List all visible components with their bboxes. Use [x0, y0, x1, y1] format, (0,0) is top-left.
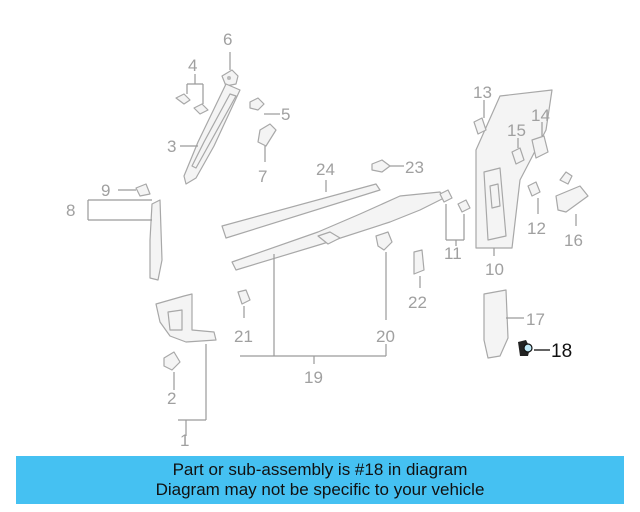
callout-11[interactable]: 11 [444, 244, 462, 263]
part-18-screw[interactable] [518, 340, 533, 356]
callout-19[interactable]: 19 [304, 368, 323, 387]
callout-15[interactable]: 15 [507, 121, 526, 140]
callout-5[interactable]: 5 [281, 105, 290, 124]
info-banner: Part or sub-assembly is #18 in diagram D… [16, 456, 624, 504]
callout-6[interactable]: 6 [223, 30, 232, 49]
callout-18[interactable]: 18 [551, 341, 572, 362]
callout-17[interactable]: 17 [526, 310, 545, 329]
part-16-handle[interactable] [555, 171, 589, 213]
callout-4[interactable]: 4 [188, 56, 197, 75]
part-10-pillar-trim[interactable] [475, 89, 553, 249]
callout-9[interactable]: 9 [101, 181, 110, 200]
callout-22[interactable]: 22 [408, 293, 427, 312]
part-15-screw[interactable] [511, 147, 525, 165]
callout-14[interactable]: 14 [531, 106, 550, 125]
callout-20[interactable]: 20 [376, 327, 395, 346]
banner-line-2: Diagram may not be specific to your vehi… [155, 480, 485, 499]
part-1-kick-panel[interactable] [155, 293, 217, 343]
part-13-clip[interactable] [473, 117, 487, 135]
part-2-clip[interactable] [163, 351, 181, 371]
part-23-clip[interactable] [371, 159, 391, 173]
callout-21[interactable]: 21 [234, 327, 253, 346]
callout-24[interactable]: 24 [316, 160, 335, 179]
part-22-clip[interactable] [413, 249, 425, 275]
part-14-clip[interactable] [531, 135, 549, 159]
part-11-screws[interactable] [439, 189, 471, 213]
part-12-screw[interactable] [527, 181, 541, 197]
callout-7[interactable]: 7 [258, 167, 267, 186]
part-4-clips[interactable] [175, 93, 209, 115]
part-7-clip[interactable] [257, 123, 277, 147]
callout-1[interactable]: 1 [180, 431, 189, 450]
part-8-trim[interactable] [149, 199, 163, 281]
callout-13[interactable]: 13 [473, 83, 492, 102]
banner-line-1: Part or sub-assembly is #18 in diagram [172, 460, 468, 479]
parts-diagram: 6 4 5 3 7 9 8 24 23 [66, 30, 589, 450]
callout-8[interactable]: 8 [66, 201, 75, 220]
callout-12[interactable]: 12 [527, 219, 546, 238]
callout-3[interactable]: 3 [167, 137, 176, 156]
callout-16[interactable]: 16 [564, 231, 583, 250]
part-17-lower-trim[interactable] [483, 289, 509, 359]
part-21-clip[interactable] [237, 289, 251, 305]
part-6-clip[interactable] [221, 69, 239, 87]
callout-10[interactable]: 10 [485, 260, 504, 279]
part-20-clip[interactable] [375, 231, 393, 251]
callout-23[interactable]: 23 [405, 158, 424, 177]
part-3-pillar-trim[interactable] [183, 83, 241, 185]
part-24-scuff-plate[interactable] [221, 183, 381, 239]
part-9-clip[interactable] [135, 183, 151, 197]
part-5-screw[interactable] [249, 97, 265, 111]
callout-2[interactable]: 2 [167, 389, 176, 408]
